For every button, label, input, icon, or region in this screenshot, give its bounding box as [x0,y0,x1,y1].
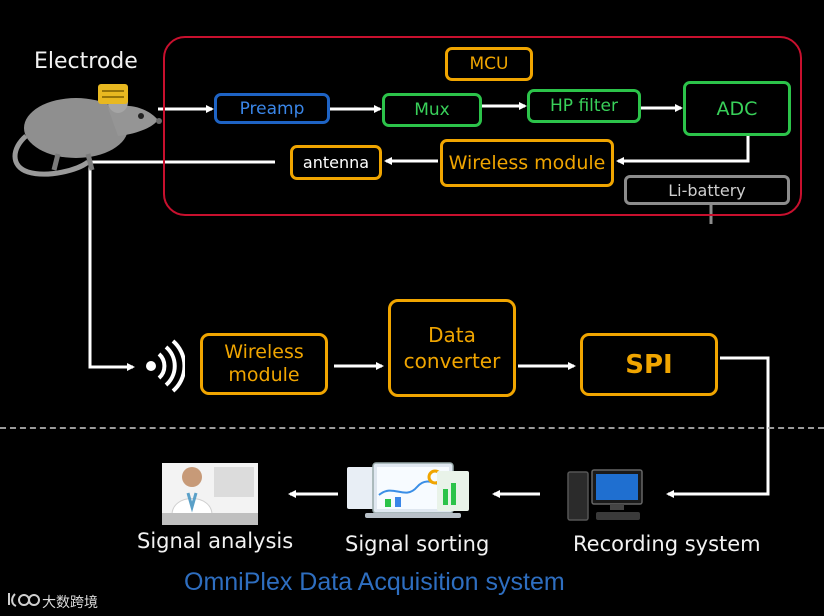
arrow-adc-to-wireless [616,136,750,165]
hp-filter-label: HP filter [550,96,618,116]
mcu-box: MCU [445,47,533,81]
data-converter-label: Data converter [403,323,501,373]
signal-sorting-label: Signal sorting [345,532,490,556]
li-battery-label: Li-battery [668,180,746,200]
watermark-text: 大数跨境 [42,595,98,611]
li-battery-box: Li-battery [624,175,790,205]
watermark-logo-icon [8,593,40,607]
data-converter-box: Data converter [388,299,516,397]
arrow-spi-to-recording [666,356,770,498]
arrow-antenna-to-receiver [88,160,275,371]
section-divider [0,427,824,429]
wireless-module-tx-label: Wireless module [448,152,606,174]
spi-label: SPI [625,349,673,380]
implant-region [163,36,802,216]
spi-box: SPI [580,333,718,396]
adc-label: ADC [716,97,758,120]
laptop-dashboard-icon [347,462,469,518]
mux-box: Mux [382,93,482,127]
hp-filter-box: HP filter [527,89,641,123]
antenna-label: antenna [302,153,370,172]
system-title: OmniPlex Data Acquisition system [184,568,565,596]
desktop-computer-icon [567,469,643,521]
mux-label: Mux [414,100,450,120]
preamp-label: Preamp [239,98,305,119]
wireless-module-rx-label: Wireless module [224,341,304,386]
doctor-at-desk-icon [162,463,258,525]
signal-analysis-label: Signal analysis [137,529,294,553]
rat-with-implant-icon [12,84,162,177]
adc-box: ADC [683,81,791,136]
electrode-label: Electrode [34,49,138,74]
recording-system-label: Recording system [573,532,761,556]
preamp-box: Preamp [214,93,330,124]
wireless-module-tx-box: Wireless module [440,139,614,187]
wireless-signal-icon [146,339,185,393]
wireless-module-rx-box: Wireless module [200,333,328,395]
mcu-label: MCU [469,54,509,74]
antenna-box: antenna [290,145,382,180]
